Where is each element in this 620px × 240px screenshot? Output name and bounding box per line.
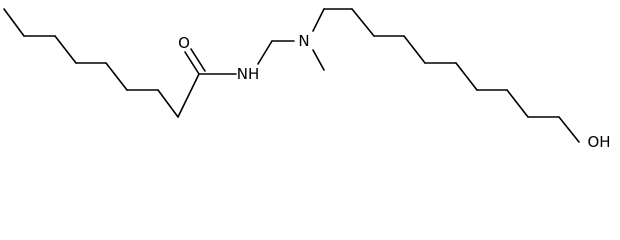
methylene-bridge	[257, 40, 295, 65]
bond-co-1	[184, 51, 200, 75]
octanoyl-chain	[3, 8, 200, 118]
hydroxyl-label: OH	[587, 133, 610, 151]
bond-n-d1	[312, 8, 325, 32]
bond-co-2	[190, 48, 206, 72]
bond-nh-ch2	[257, 40, 273, 65]
bond-d8-d9	[506, 89, 529, 118]
hydroxydecyl-chain	[312, 8, 580, 143]
bond-c8-carbonyl	[177, 73, 200, 118]
chemical-structure-diagram: O NH N OH	[3, 8, 611, 151]
bond-d6-d7	[455, 62, 478, 91]
bond-c3-c4	[54, 35, 77, 64]
bond-d4-d5	[403, 35, 426, 64]
bond-d10-oh	[558, 116, 580, 143]
amide-nitrogen-label: NH	[237, 65, 260, 83]
bond-c5-c6	[105, 62, 128, 91]
bond-c7-c8	[157, 89, 179, 118]
amine-nitrogen-label: N	[298, 32, 309, 50]
bond-d2-d3	[351, 8, 375, 37]
carbonyl-double-bond	[184, 48, 206, 75]
carbonyl-oxygen-label: O	[178, 34, 190, 52]
bond-c1-c2	[3, 8, 25, 37]
bond-n-methyl	[312, 49, 325, 71]
